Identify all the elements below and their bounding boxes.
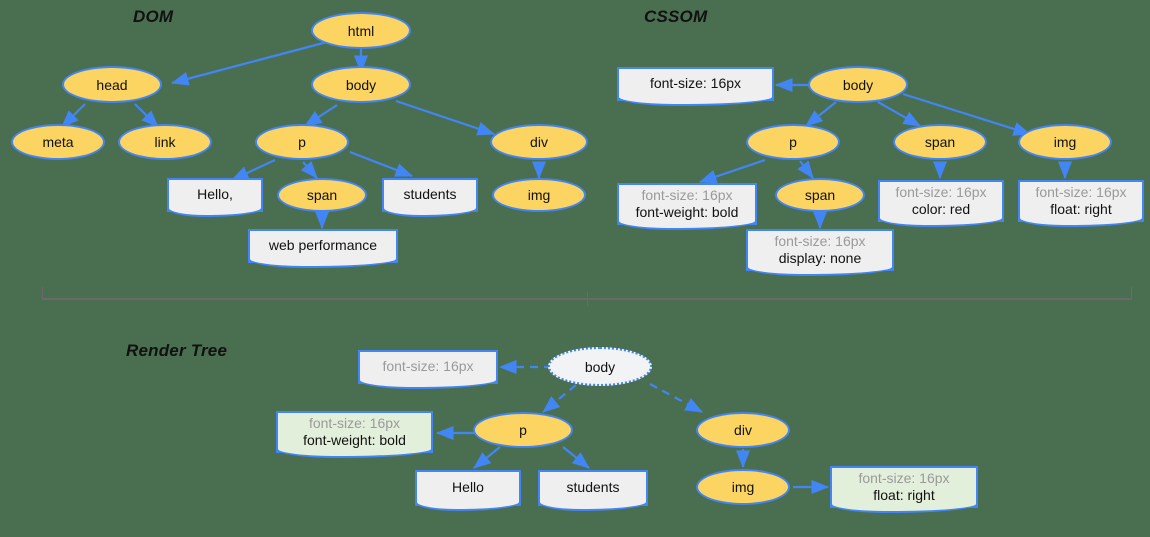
dom-node-div[interactable]: div xyxy=(490,124,588,160)
dom-node-p-label: p xyxy=(298,134,306,150)
render-node-body-label: body xyxy=(584,358,616,375)
edge-cssom-p-prules xyxy=(698,158,766,184)
render-rules-body-line-1: font-size: 16px xyxy=(382,358,474,375)
dom-section-title: DOM xyxy=(133,7,174,26)
dom-node-head[interactable]: head xyxy=(62,66,162,103)
cssom-rules-span-2-line-1: font-size: 16px xyxy=(774,232,866,249)
cssom-rules-img-line-2: float: right xyxy=(1050,201,1112,217)
edge-render-p-students xyxy=(562,446,590,469)
dom-node-span[interactable]: span xyxy=(277,178,367,212)
dom-node-link[interactable]: link xyxy=(118,124,212,160)
cssom-rules-p-line-1: font-size: 16px xyxy=(641,186,733,203)
edge-dom-body-div xyxy=(395,99,496,136)
dom-text-students: students xyxy=(382,178,478,217)
dom-text-webperformance-label: web performance xyxy=(268,237,378,254)
render-text-students-label: students xyxy=(566,479,620,496)
cssom-node-img[interactable]: img xyxy=(1018,124,1112,160)
render-node-div-label: div xyxy=(734,422,752,438)
dom-node-body[interactable]: body xyxy=(311,66,411,103)
dom-node-head-label: head xyxy=(96,76,128,93)
cssom-rules-span-2: font-size: 16px display: none xyxy=(746,229,894,276)
cssom-node-p[interactable]: p xyxy=(746,124,840,160)
dom-node-html-label: html xyxy=(347,22,375,39)
divider-tick-left xyxy=(42,287,43,299)
dom-node-meta-label: meta xyxy=(42,134,74,150)
render-node-body[interactable]: body xyxy=(548,347,652,386)
render-rules-body: font-size: 16px xyxy=(358,350,498,389)
cssom-rules-span-1-line-2: color: red xyxy=(911,201,971,217)
cssom-node-body-label: body xyxy=(842,76,874,93)
dom-text-webperformance: web performance xyxy=(248,229,398,268)
cssom-rules-body-line-1: font-size: 16px xyxy=(649,75,742,92)
cssom-node-span-1[interactable]: span xyxy=(893,124,987,160)
edge-dom-body-p xyxy=(304,104,338,127)
render-rules-p: font-size: 16px font-weight: bold xyxy=(276,411,433,458)
cssom-rules-span-1: font-size: 16px color: red xyxy=(878,180,1004,227)
cssom-rules-body: font-size: 16px xyxy=(617,67,774,106)
dom-text-hello-label: Hello, xyxy=(197,186,233,203)
dom-node-img-label: img xyxy=(527,187,551,203)
dom-node-html[interactable]: html xyxy=(311,12,411,49)
cssom-rules-p-line-2: font-weight: bold xyxy=(635,204,739,220)
dom-node-p[interactable]: p xyxy=(255,124,349,160)
cssom-rules-span-1-line-1: font-size: 16px xyxy=(895,183,987,200)
edge-render-p-hello xyxy=(473,446,501,469)
cssom-section-title: CSSOM xyxy=(644,7,708,26)
dom-node-link-label: link xyxy=(154,134,176,150)
cssom-rules-span-2-line-2: display: none xyxy=(778,250,862,266)
dom-node-span-label: span xyxy=(306,187,338,203)
edge-render-body-p xyxy=(542,384,577,413)
cssom-node-body[interactable]: body xyxy=(808,66,908,103)
cssom-node-span-1-label: span xyxy=(924,134,956,150)
render-text-students: students xyxy=(538,470,648,511)
dom-node-body-label: body xyxy=(345,76,377,93)
edge-cssom-body-span1 xyxy=(877,101,921,127)
cssom-node-img-label: img xyxy=(1053,134,1077,150)
render-rules-p-line-2: font-weight: bold xyxy=(303,432,406,448)
divider-tick-center xyxy=(587,292,588,306)
dom-node-div-label: div xyxy=(530,134,548,150)
dom-node-meta[interactable]: meta xyxy=(11,124,105,160)
cssom-node-span-2[interactable]: span xyxy=(775,178,865,212)
cssom-node-p-label: p xyxy=(789,134,797,150)
cssom-rules-img: font-size: 16px float: right xyxy=(1018,180,1144,227)
cssom-node-span-2-label: span xyxy=(804,187,836,203)
edge-dom-html-head xyxy=(170,40,328,86)
edge-cssom-p-span2 xyxy=(797,160,814,179)
render-node-img-label: img xyxy=(731,479,755,495)
cssom-rules-img-line-1: font-size: 16px xyxy=(1035,183,1127,200)
dom-text-students-label: students xyxy=(403,186,457,203)
render-section-title: Render Tree xyxy=(126,341,228,360)
render-rules-img-line-2: float: right xyxy=(873,487,935,503)
edge-cssom-body-p xyxy=(805,101,837,127)
dom-node-img[interactable]: img xyxy=(492,178,586,212)
edge-dom-p-students xyxy=(349,150,414,178)
cssom-rules-p: font-size: 16px font-weight: bold xyxy=(617,183,757,230)
render-node-p[interactable]: p xyxy=(473,412,573,448)
edge-render-body-div xyxy=(649,383,703,413)
render-node-div[interactable]: div xyxy=(696,412,790,448)
render-rules-img-line-1: font-size: 16px xyxy=(858,469,950,486)
divider-tick-right xyxy=(1131,287,1132,299)
render-node-p-label: p xyxy=(519,422,527,438)
render-text-hello-label: Hello xyxy=(452,479,484,496)
render-text-hello: Hello xyxy=(415,470,521,511)
render-rules-p-line-1: font-size: 16px xyxy=(308,414,401,431)
render-rules-img: font-size: 16px float: right xyxy=(830,466,978,513)
dom-text-hello: Hello, xyxy=(167,178,263,217)
edge-dom-p-span xyxy=(300,160,318,179)
edge-dom-p-hello xyxy=(231,159,276,181)
render-node-img[interactable]: img xyxy=(696,469,790,505)
